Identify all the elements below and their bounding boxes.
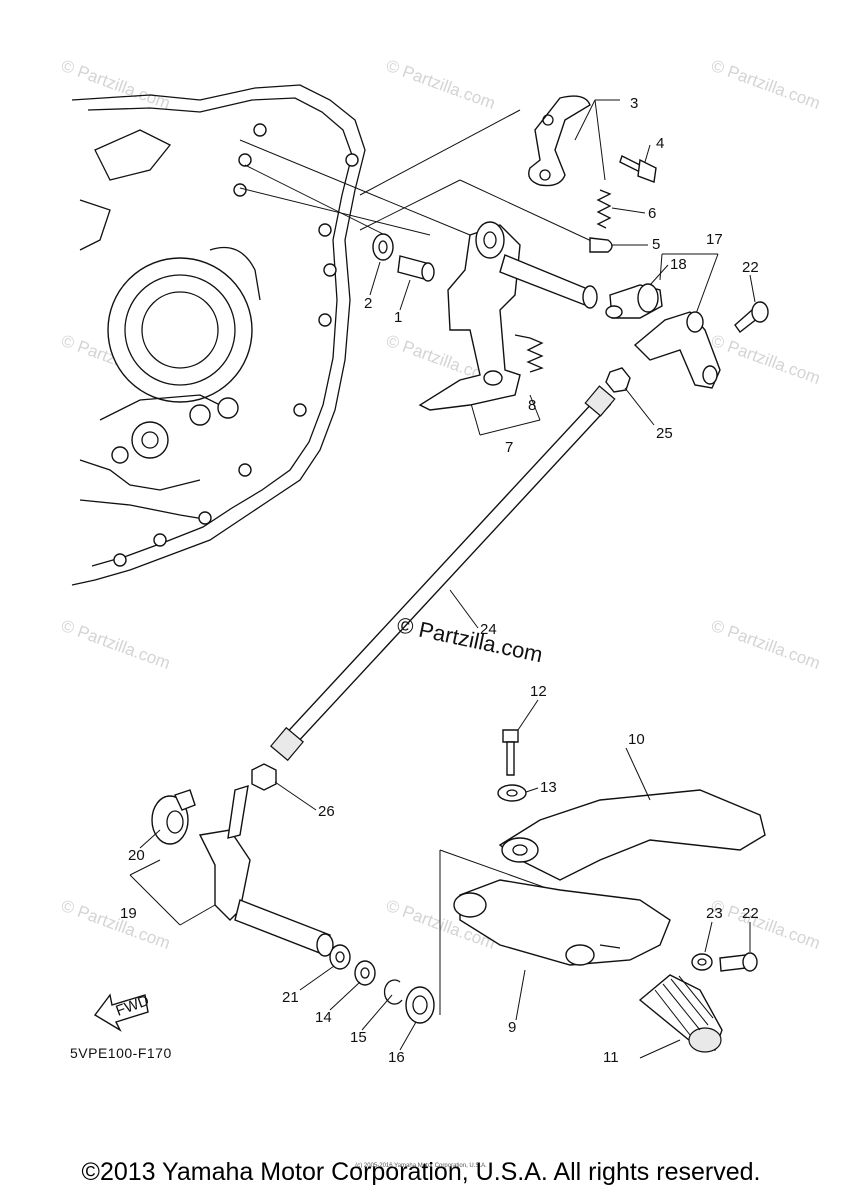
part-26-nut (251, 763, 277, 791)
part-7-shift-shaft (418, 221, 598, 411)
part-23-washer (691, 953, 713, 971)
callout-2: 2 (364, 295, 372, 312)
copyright-footer: ©2013 Yamaha Motor Corporation, U.S.A. A… (81, 1158, 761, 1186)
part-12-bolt (502, 729, 519, 776)
callout-26: 26 (318, 803, 335, 820)
callout-16: 16 (388, 1049, 405, 1066)
part-22-bolt-upper (734, 301, 769, 334)
part-15-circlip (383, 979, 403, 1005)
callout-24: 24 (480, 621, 497, 638)
part-4-bolt (619, 155, 657, 183)
callout-1: 1 (394, 309, 402, 326)
callout-20: 20 (128, 847, 145, 864)
callout-15: 15 (350, 1029, 367, 1046)
tiny-copyright: (c) 2005-2016 Yamaha Motor Corporation, … (355, 1163, 487, 1169)
callout-8: 8 (528, 397, 536, 414)
part-1-stud (397, 255, 435, 282)
part-16-bushing (405, 986, 435, 1024)
part-19-lower-arm (198, 784, 334, 957)
callout-21: 21 (282, 989, 299, 1006)
callout-3: 3 (630, 95, 638, 112)
fwd-arrow-icon: FWD (93, 992, 152, 1032)
part-21-washer (329, 944, 351, 970)
callout-12: 12 (530, 683, 547, 700)
part-9-heel-pedal (453, 879, 671, 966)
part-25-nut (605, 367, 631, 393)
part-24-shift-rod (270, 385, 616, 762)
callout-7: 7 (505, 439, 513, 456)
part-20-ball-joint (151, 789, 196, 845)
part-22-bolt-lower (719, 952, 758, 972)
part-14-washer (354, 960, 376, 986)
callout-17: 17 (706, 231, 723, 248)
callout-19: 19 (120, 905, 137, 922)
callout-leaders (139, 144, 756, 1059)
callout-6: 6 (648, 205, 656, 222)
callout-23: 23 (706, 905, 723, 922)
callout-18: 18 (670, 256, 687, 273)
watermark: © Partzilla.com (59, 616, 173, 673)
part-2-washer (372, 233, 394, 261)
callout-13: 13 (540, 779, 557, 796)
part-5-pin (589, 237, 613, 253)
part-17-upper-arm (633, 311, 721, 389)
watermark: © Partzilla.com (709, 331, 823, 388)
callout-11: 11 (603, 1049, 619, 1066)
part-10-shift-pedal (498, 789, 766, 881)
callout-22-lower: 22 (742, 905, 759, 922)
callout-14: 14 (315, 1009, 332, 1026)
part-6-spring (596, 189, 612, 229)
watermark: © Partzilla.com (709, 896, 823, 953)
callout-labels: 1 2 3 4 5 6 7 8 9 10 11 12 13 14 15 16 1… (120, 95, 759, 1066)
watermark: © Partzilla.com (709, 616, 823, 673)
part-13-washer (497, 784, 527, 802)
watermark: © Partzilla.com (59, 56, 173, 113)
crankcase-illustration (71, 84, 471, 586)
callout-4: 4 (656, 135, 664, 152)
part-11-pedal-rubber (638, 974, 723, 1053)
part-8-spring (514, 334, 544, 373)
callout-5: 5 (652, 236, 660, 253)
callout-22-upper: 22 (742, 259, 759, 276)
callout-9: 9 (508, 1019, 516, 1036)
watermark: © Partzilla.com (59, 896, 173, 953)
callout-10: 10 (628, 731, 645, 748)
diagram-code: 5VPE100-F170 (70, 1045, 172, 1061)
watermark: © Partzilla.com (384, 56, 498, 113)
part-3-shift-guide (528, 95, 591, 187)
watermark: © Partzilla.com (709, 56, 823, 113)
callout-25: 25 (656, 425, 673, 442)
part-18-ball-joint (605, 283, 663, 319)
case-bolt-holes (113, 123, 359, 567)
